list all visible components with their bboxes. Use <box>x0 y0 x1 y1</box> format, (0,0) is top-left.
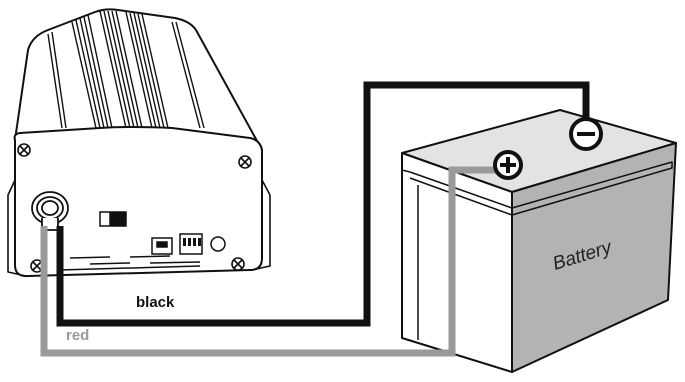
positive-terminal <box>493 150 523 180</box>
dip-switch-icon <box>179 233 203 255</box>
battery-side <box>511 142 677 373</box>
screw-icon <box>231 257 245 271</box>
rj45-port-icon <box>151 237 173 255</box>
screw-icon <box>17 143 31 157</box>
device-controls <box>99 211 226 255</box>
battery-rim-side <box>511 161 673 216</box>
red-wire-label: red <box>66 327 89 344</box>
device-bottom-ridges <box>59 255 201 271</box>
battery-rim-corner <box>401 153 411 173</box>
led-indicator-icon <box>210 236 226 252</box>
plus-sign <box>500 157 516 173</box>
device-right-flange <box>251 179 271 271</box>
device-left-flange <box>7 179 27 277</box>
heatsink-fins <box>47 10 205 129</box>
battery-rim-front <box>409 171 513 216</box>
screw-icon <box>238 155 252 169</box>
battery <box>401 109 677 373</box>
device-screws <box>17 143 252 273</box>
cable-gland-icon <box>31 191 69 231</box>
toggle-switch-icon <box>99 211 127 227</box>
black-wire-label: black <box>136 294 175 311</box>
red-wire <box>40 166 500 357</box>
black-wire <box>56 81 590 327</box>
negative-terminal <box>569 117 603 151</box>
